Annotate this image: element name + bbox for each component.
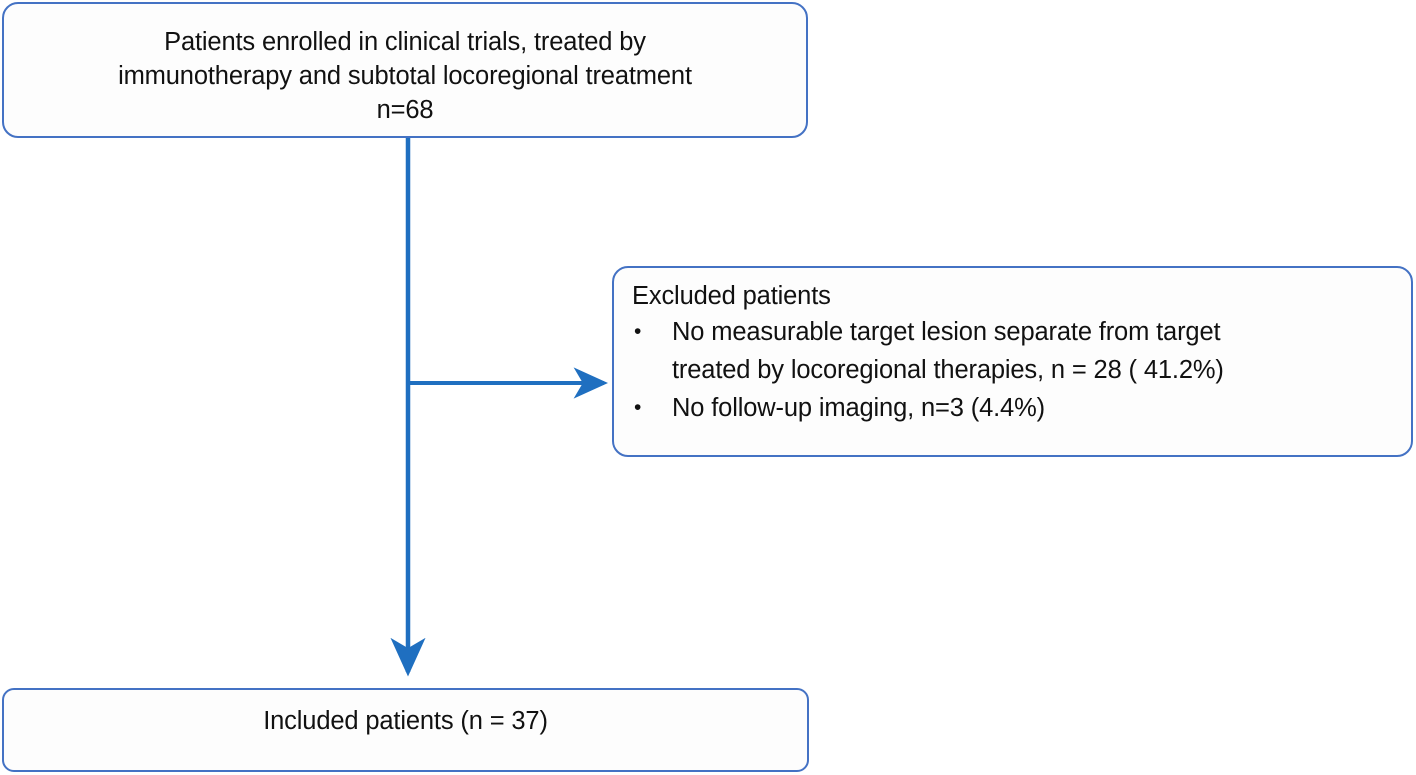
node-enrolled-patients[interactable]: Patients enrolled in clinical trials, tr… [2, 2, 808, 138]
node-included-patients[interactable]: Included patients (n = 37) [2, 688, 809, 772]
excluded-patients-heading: Excluded patients [632, 282, 831, 310]
bullet-icon: • [634, 320, 642, 343]
enrolled-line-2: immunotherapy and subtotal locoregional … [118, 62, 692, 90]
excluded-reason-2-line-1: No follow-up imaging, n=3 (4.4%) [672, 394, 1045, 422]
list-item: • No measurable target lesion separate f… [630, 313, 1390, 389]
excluded-reason-1-line-2: treated by locoregional therapies, n = 2… [672, 356, 1224, 384]
list-item: • No follow-up imaging, n=3 (4.4%) [630, 389, 1390, 427]
node-excluded-patients[interactable]: Excluded patients • No measurable target… [612, 266, 1413, 457]
bullet-icon: • [634, 396, 642, 419]
included-patients-label: Included patients (n = 37) [263, 707, 548, 735]
excluded-reasons-list: • No measurable target lesion separate f… [630, 313, 1390, 427]
enrolled-line-3: n=68 [376, 96, 434, 124]
enrolled-line-1: Patients enrolled in clinical trials, tr… [164, 28, 646, 56]
excluded-reason-1-line-1: No measurable target lesion separate fro… [672, 318, 1221, 346]
enrolled-patients-text: Patients enrolled in clinical trials, tr… [4, 25, 806, 127]
